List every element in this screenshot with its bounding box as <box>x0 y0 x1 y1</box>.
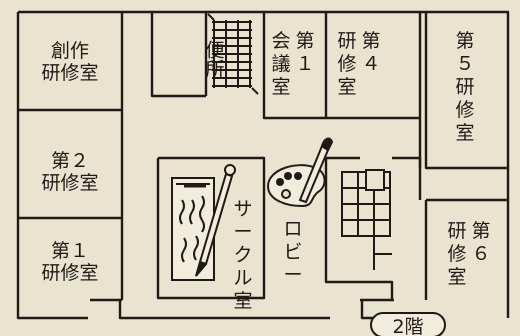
room-kenshu2: 第２ 研修室 <box>30 150 110 194</box>
room-toilet-label: 便所 <box>202 40 225 78</box>
wall-circle-room <box>156 156 266 300</box>
room-kenshu4-text: 研修室 <box>337 30 357 98</box>
scroll-icon <box>171 164 236 281</box>
stairs-icon <box>207 13 259 95</box>
room-kenshu4-num: 第４ <box>361 30 381 75</box>
room-kenshu6-text: 研修室 <box>447 220 467 288</box>
wall-elevator-core <box>324 156 422 300</box>
wall-meeting <box>262 12 422 120</box>
room-kenshu1: 第１ 研修室 <box>30 240 110 284</box>
room-sosaku-line2: 研修室 <box>41 62 99 84</box>
floor-badge: 2階 <box>370 312 446 336</box>
room-kenshu2-line1: 第２ <box>50 150 89 172</box>
room-meeting1-text: 会議室 <box>271 30 291 98</box>
outer-wall <box>16 10 510 320</box>
room-kenshu1-line2: 研修室 <box>41 262 99 284</box>
room-circle: サークル室 <box>233 198 253 312</box>
room-kenshu2-line2: 研修室 <box>41 172 99 194</box>
wall-right-column <box>418 12 508 300</box>
elevator-icon <box>341 169 392 270</box>
brush-icon <box>298 137 334 204</box>
room-toilet: 便所 <box>190 40 236 84</box>
room-kenshu6-num: 第６ <box>471 220 491 265</box>
room-meeting1-num: 第１ <box>295 30 315 75</box>
area-lobby: ロビー <box>283 218 303 286</box>
wall-toilet <box>150 12 206 98</box>
room-kenshu5: 第５研修室 <box>455 30 475 144</box>
wall-left-column <box>18 12 124 300</box>
room-sosaku: 創作 研修室 <box>30 40 110 84</box>
room-sosaku-line1: 創作 <box>50 40 89 62</box>
room-kenshu1-line1: 第１ <box>50 240 89 262</box>
